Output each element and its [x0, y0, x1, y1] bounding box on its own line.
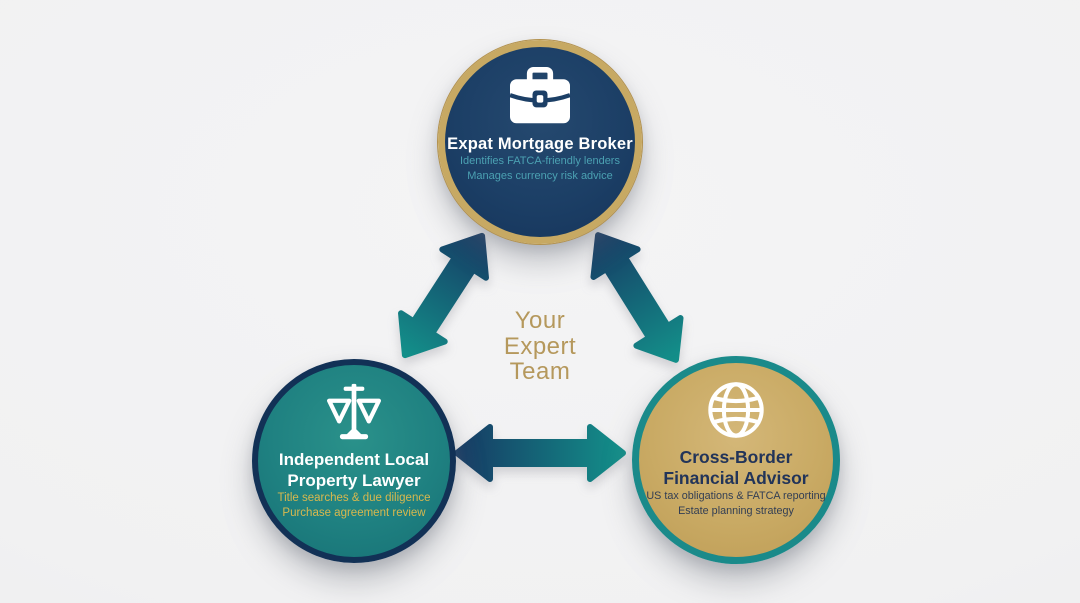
node-subtitle-line: Identifies FATCA-friendly lenders: [460, 155, 620, 167]
node-title: Expat Mortgage Broker: [447, 135, 633, 153]
briefcase-icon: [505, 67, 575, 127]
arrow-broker-advisor: [590, 232, 684, 363]
node-subtitle-line: US tax obligations & FATCA reporting: [646, 490, 826, 502]
arrow-broker-lawyer: [398, 232, 489, 359]
node-subtitle-line: Title searches & due diligence: [277, 492, 431, 504]
center-title-line: Expert: [503, 332, 577, 360]
node-subtitle-line: Manages currency risk advice: [467, 170, 613, 182]
arrow-lawyer-advisor: [454, 424, 626, 482]
center-title-line: Team: [509, 358, 571, 385]
node-subtitle-line: Estate planning strategy: [678, 504, 794, 517]
node-face: Expat Mortgage Broker Identifies FATCA-f…: [445, 47, 635, 237]
globe-icon: [705, 379, 767, 441]
center-title-line: Your: [514, 307, 566, 334]
node-subtitle-line: Purchase agreement review: [282, 507, 426, 519]
center-title: Your Expert Team: [430, 308, 650, 385]
scales-icon: [323, 381, 385, 443]
node-expat-mortgage-broker: Expat Mortgage Broker Identifies FATCA-f…: [438, 40, 642, 244]
